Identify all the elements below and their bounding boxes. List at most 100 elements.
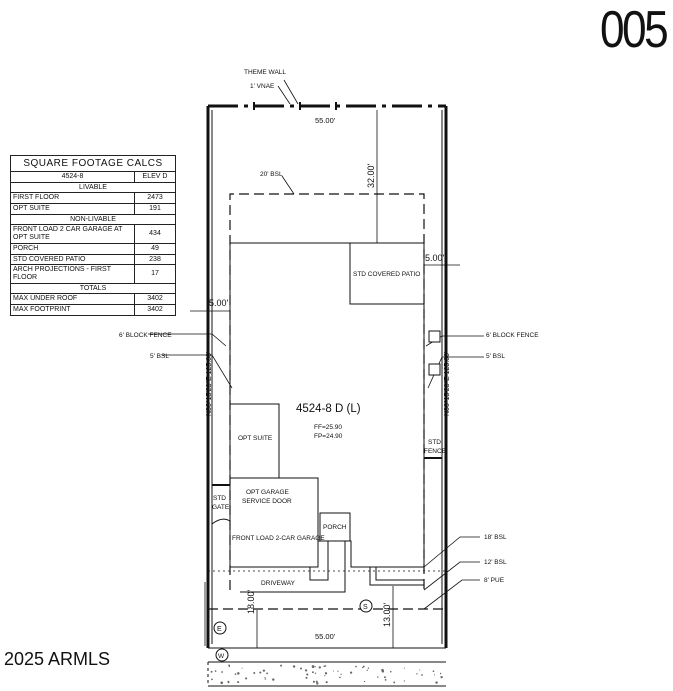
rear-bsl-label: 20' BSL	[260, 171, 283, 178]
right-utility-box	[428, 363, 441, 376]
street-texture-dot	[304, 669, 308, 672]
street-texture-dot	[377, 676, 379, 678]
bottom-width-label: 55.00'	[315, 632, 336, 641]
street-texture-dot	[245, 677, 248, 680]
street-texture-dot	[340, 673, 342, 675]
vnae-label: 1' VNAE	[250, 83, 275, 90]
street-texture-dot	[210, 670, 213, 673]
patio-setback-label: 5.00'	[425, 253, 445, 263]
street-texture-dot	[393, 681, 396, 684]
street-texture-dot	[337, 670, 339, 672]
electric-marker	[213, 621, 227, 635]
street-texture-dot	[390, 670, 392, 673]
table-section-row: TOTALS	[10, 282, 176, 295]
bsl-12-label: 12' BSL	[484, 559, 507, 566]
theme-wall-label: THEME WALL	[244, 69, 286, 76]
water-symbol: W	[218, 653, 225, 660]
street-texture-dot	[264, 677, 266, 679]
patio-label: STD COVERED PATIO	[353, 271, 420, 278]
left-fence-label: 6' BLOCK FENCE	[119, 332, 172, 339]
square-footage-table: SQUARE FOOTAGE CALCS 4524-8 ELEV D LIVAB…	[10, 155, 176, 316]
lot-number: 005	[600, 1, 669, 59]
street-texture-dot	[383, 676, 386, 679]
front-setback-label: 18.00'	[246, 589, 256, 614]
house-footprint	[229, 242, 425, 593]
street-texture-dot	[259, 671, 262, 674]
street-texture-dot	[211, 678, 213, 681]
street-texture-dot	[311, 665, 315, 668]
street-texture-dot	[292, 665, 296, 668]
street-texture-dot	[221, 671, 223, 673]
dimension-lines	[148, 79, 484, 648]
street-texture-dot	[416, 673, 418, 675]
lot-boundary	[206, 104, 448, 649]
street-texture-dot	[314, 666, 316, 668]
street-texture-dot	[311, 671, 314, 674]
row-value: 3402	[134, 293, 176, 305]
street-texture-dot	[227, 681, 230, 684]
opt-suite-label: OPT SUITE	[238, 435, 273, 442]
street-texture-dot	[403, 680, 406, 682]
street-texture-dot	[367, 667, 370, 669]
pue-label: 8' PUE	[484, 577, 505, 584]
fences	[211, 457, 442, 525]
std-covered-patio	[349, 242, 425, 305]
street-texture-dot	[272, 678, 275, 681]
street-texture-dot	[253, 672, 256, 674]
street-texture-dot	[318, 666, 321, 669]
porch-label: PORCH	[323, 524, 347, 531]
left-setback-label: 5.00'	[209, 298, 229, 308]
right-bsl-label: 5' BSL	[486, 353, 505, 360]
std-gate-label-2: GATE	[212, 504, 230, 511]
street-texture-dot	[324, 672, 328, 675]
left-utility-box	[428, 330, 441, 343]
street-texture-dot	[264, 678, 267, 680]
fp-label: FP=24.90	[314, 433, 343, 440]
street-texture-dot	[325, 681, 328, 684]
street-texture-dot	[323, 665, 326, 667]
bsl-18-label: 18' BSL	[484, 534, 507, 541]
street-texture-dot	[324, 665, 327, 667]
street-texture-dot	[332, 670, 335, 672]
street-texture-dot	[312, 680, 315, 683]
street-texture-dot	[237, 681, 240, 684]
street-texture-dot	[339, 676, 341, 679]
street-texture-dot	[432, 670, 435, 673]
street-texture-dot	[220, 681, 223, 685]
street-texture-dot	[362, 665, 365, 668]
street-texture-dot	[305, 676, 308, 679]
utility-markers	[213, 330, 441, 662]
street-texture-dot	[435, 681, 438, 684]
street-texture-dot	[234, 673, 237, 675]
opt-garage-label-1: OPT GARAGE	[246, 489, 290, 496]
building-setback-line	[208, 193, 446, 610]
water-marker	[215, 648, 229, 662]
street-texture-dot	[349, 671, 353, 674]
street-texture-dot	[381, 670, 385, 673]
row-value: 3402	[134, 303, 176, 316]
porch	[319, 512, 351, 542]
street-texture-dot	[355, 665, 357, 668]
left-bearing-label: N00°15'23"E 125.00'	[205, 352, 213, 416]
garage	[229, 477, 319, 568]
street-texture-dot	[280, 664, 283, 667]
watermark: 2025 ARMLS	[4, 649, 111, 669]
theme-wall-marks	[253, 102, 337, 110]
street-texture-dot	[403, 667, 405, 669]
street-texture-dot	[306, 673, 309, 676]
street-texture-dot	[299, 667, 303, 670]
table-section-heading: TOTALS	[10, 282, 176, 295]
street-texture-dot	[366, 669, 368, 671]
right-fence-label: 6' BLOCK FENCE	[486, 332, 539, 339]
street-texture-dot	[266, 672, 269, 675]
sewer-symbol: S	[363, 604, 368, 611]
row-value: 434	[134, 224, 176, 244]
street-texture-dot	[324, 675, 326, 677]
street-texture-dot	[363, 680, 366, 683]
table-title-row: SQUARE FOOTAGE CALCS	[10, 155, 176, 172]
electric-symbol: E	[217, 626, 222, 633]
street-texture-dot	[262, 669, 266, 672]
opt-garage-label-2: SERVICE DOOR	[242, 498, 292, 505]
